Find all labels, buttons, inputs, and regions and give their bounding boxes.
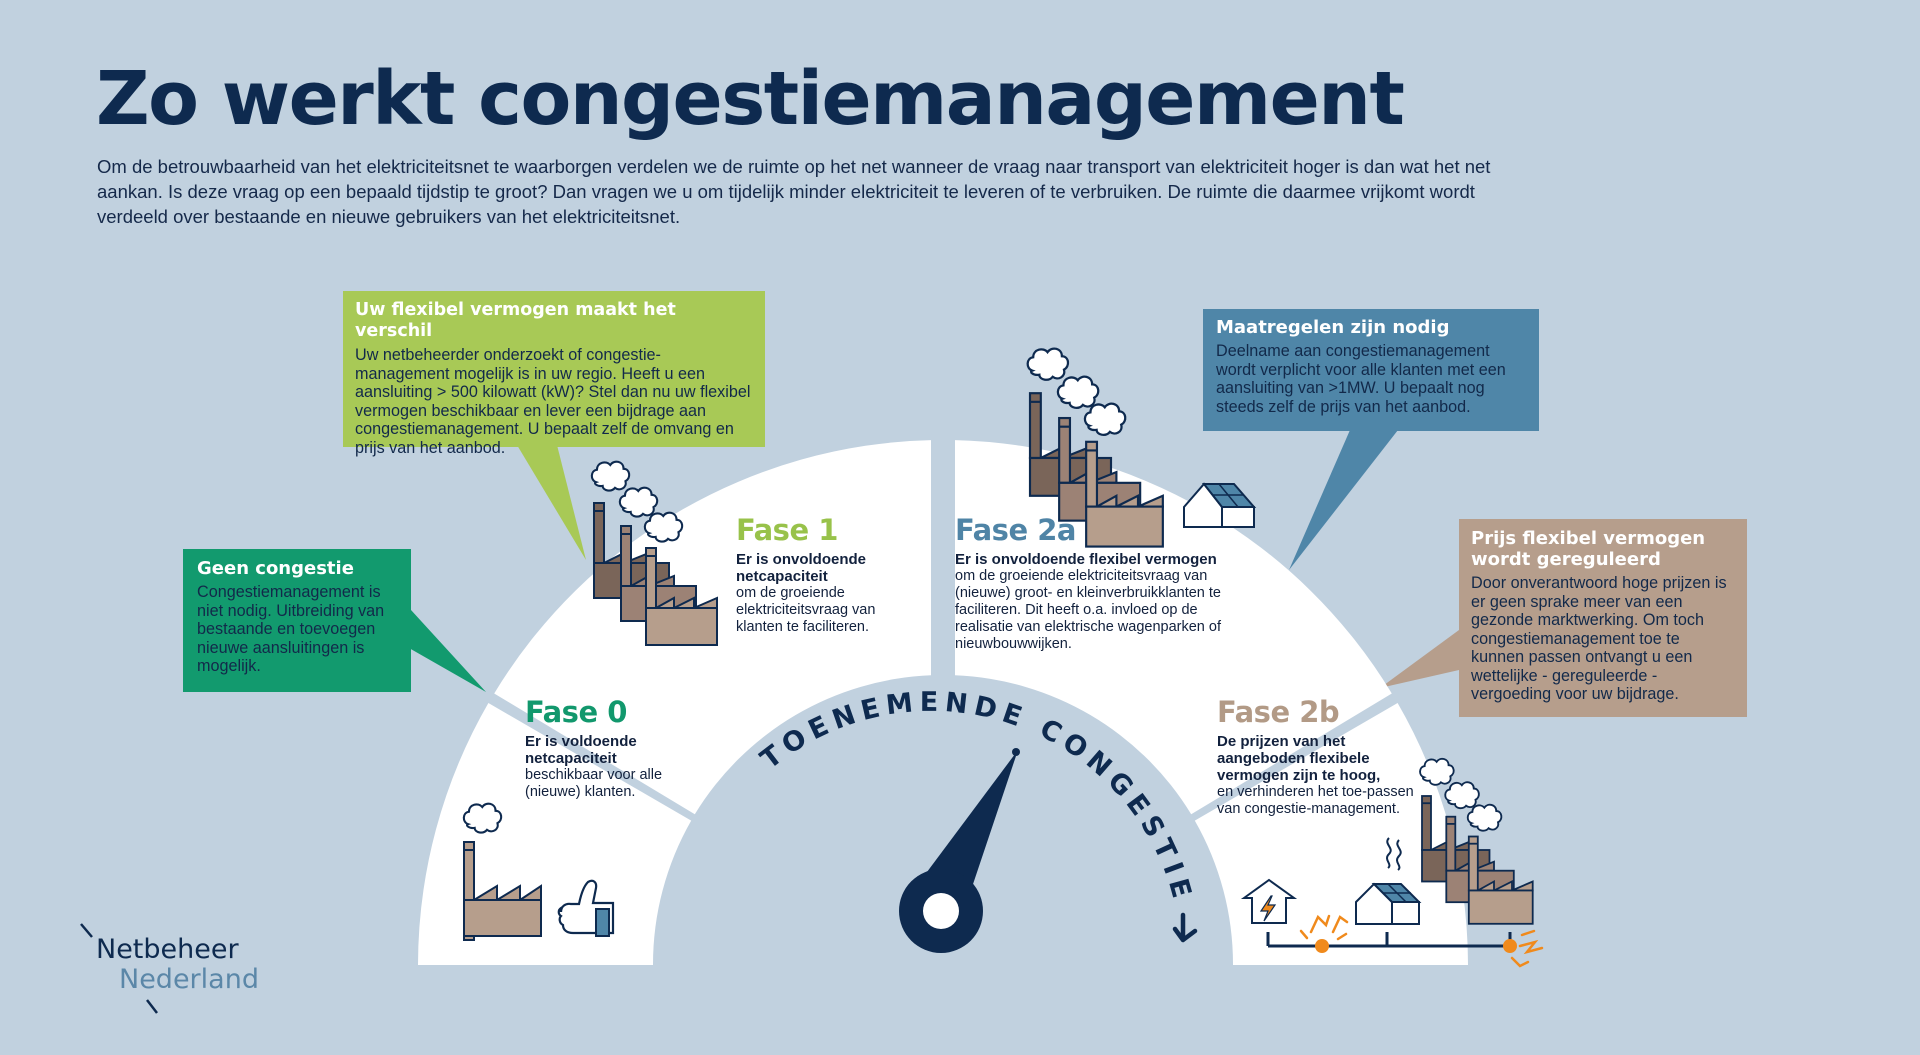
grid-overload-icon <box>1266 914 1544 968</box>
phase-label: Fase 2b <box>1217 695 1340 729</box>
factory-group-icon <box>1026 347 1164 548</box>
phase-lead: Er is onvoldoende netcapaciteit <box>736 551 867 585</box>
segment-fase-2a <box>955 440 1392 815</box>
callout-flexibel-vermogen: Uw flexibel vermogen maakt het verschil … <box>343 291 765 457</box>
callout-body: Congestiemanagement is niet nodig. Uitbr… <box>197 583 385 675</box>
smoke-icon <box>1386 837 1402 871</box>
phase-label: Fase 1 <box>736 513 838 547</box>
phase-lead: Er is onvoldoende flexibel vermogen <box>955 551 1217 568</box>
callout-title: Maatregelen zijn nodig <box>1216 317 1450 338</box>
callout-pointer-lime <box>517 445 586 560</box>
callout-maatregelen: Maatregelen zijn nodig Deelname aan cong… <box>1203 309 1539 431</box>
phase-description: beschikbaar voor alle (nieuwe) klanten. <box>525 767 663 800</box>
phase-label: Fase 0 <box>525 695 627 729</box>
solar-house-icon <box>1183 482 1257 528</box>
factory-group-icon <box>590 460 718 646</box>
factory-group-icon <box>1419 757 1534 925</box>
callout-pointer-tan <box>1380 630 1459 688</box>
callout-body: Door onverantwoord hoge prijzen is er ge… <box>1471 574 1727 703</box>
arc-arrow-icon <box>1172 912 1198 943</box>
factory-icon <box>462 802 542 941</box>
phase-description: om de groeiende elektriciteitsvraag van … <box>736 585 876 635</box>
callout-prijs-gereguleerd: Prijs flexibel vermogen wordt gereguleer… <box>1459 519 1747 717</box>
callout-body: Uw netbeheerder onderzoekt of congestie-… <box>355 346 751 457</box>
intro-text: Om de betrouwbaarheid van het elektricit… <box>97 156 1491 227</box>
callout-pointer-blue <box>1289 430 1398 570</box>
phase-lead: De prijzen van het aangeboden flexibele … <box>1217 733 1381 784</box>
phase-description: en verhinderen het toe-passen van conges… <box>1217 784 1414 817</box>
callout-pointer-green <box>395 610 486 692</box>
house-lightning-icon <box>1240 878 1298 924</box>
phase-fase-1: Fase 1 Er is onvoldoende netcapaciteit o… <box>736 515 906 636</box>
gauge-needle-icon <box>899 748 1020 953</box>
callout-title: Uw flexibel vermogen maakt het verschil <box>355 300 676 341</box>
thumbs-up-icon <box>557 879 615 937</box>
logo-line-2: Nederland <box>119 964 259 995</box>
logo-slash-icon <box>80 923 158 1014</box>
callout-geen-congestie: Geen congestie Congestiemanagement is ni… <box>183 549 411 692</box>
logo-line-1: Netbeheer <box>96 934 239 965</box>
callout-title: Geen congestie <box>197 558 354 579</box>
solar-house-icon <box>1355 882 1422 925</box>
page-title: Zo werkt congestiemanagement <box>96 56 1405 142</box>
phase-description: om de groeiende elektriciteitsvraag van … <box>955 568 1221 652</box>
phase-lead: Er is voldoende netcapaciteit <box>525 733 637 767</box>
phase-fase-2b: Fase 2b De prijzen van het aangeboden fl… <box>1217 697 1417 818</box>
phase-fase-0: Fase 0 Er is voldoende netcapaciteit bes… <box>525 697 675 801</box>
callout-title: Prijs flexibel vermogen wordt gereguleer… <box>1471 528 1706 570</box>
phase-label: Fase 2a <box>955 513 1076 547</box>
phase-fase-2a: Fase 2a Er is onvoldoende flexibel vermo… <box>955 515 1255 653</box>
callout-body: Deelname aan congestiemanagement wordt v… <box>1216 342 1506 416</box>
